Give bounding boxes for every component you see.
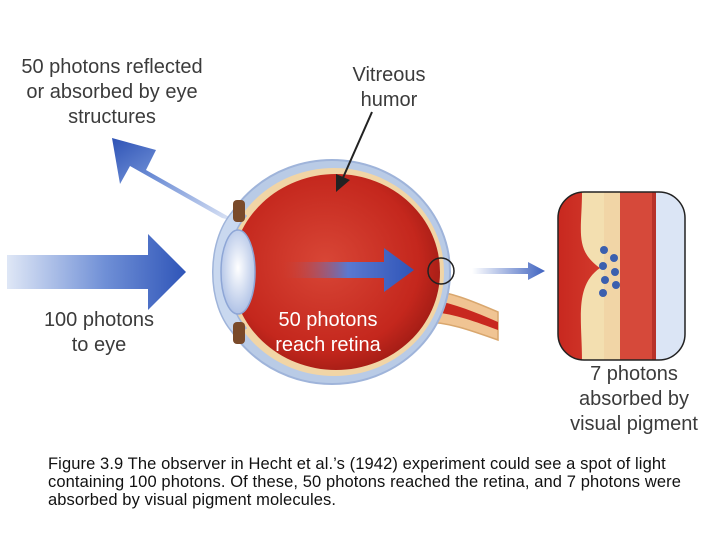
retina-photons-arrow [282,248,414,292]
pigment-dot [599,262,607,270]
pigment-dot [612,281,620,289]
visual-pigment-molecules [599,246,620,297]
incoming-photons-arrow [7,234,186,310]
pigment-dot [610,254,618,262]
pigment-dot [600,246,608,254]
vitreous-humor-label: Vitreous humor [352,64,426,111]
pigment-dot [601,276,609,284]
magnify-arrow [472,262,545,280]
pigment-dot [599,289,607,297]
figure-caption: Figure 3.9 The observer in Hecht et al.’… [48,455,681,509]
pigment-dot [611,268,619,276]
magnify-circle [427,257,455,285]
retina-inset [558,192,685,360]
reflected-photons-label: 50 photons reflected or absorbed by eye … [21,56,203,128]
retina-photons-label: 50 photons reach retina [275,309,381,356]
incoming-photons-label: 100 photons to eye [43,309,155,356]
reflected-photons-arrow [112,138,238,222]
lens [220,229,256,315]
vitreous-pointer [341,111,373,181]
absorbed-photons-label: 7 photons absorbed by visual pigment [570,363,698,435]
